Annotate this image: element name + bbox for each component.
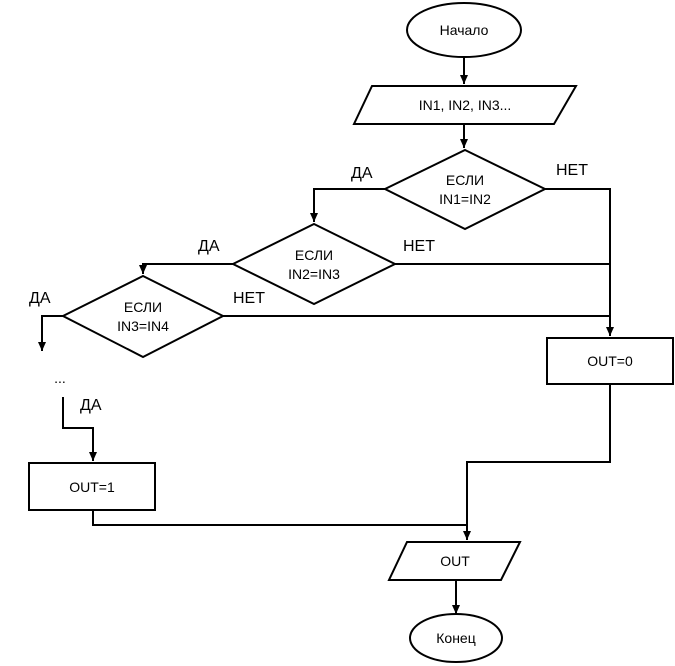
arrow-cond2-yes xyxy=(139,263,233,274)
input-label: IN1, IN2, IN3... xyxy=(419,97,512,113)
decision-2: ЕСЛИ IN2=IN3 xyxy=(230,222,398,306)
decision-1-line-1: ЕСЛИ xyxy=(446,172,484,188)
line-out-one-to-merge xyxy=(92,510,467,526)
output-label: OUT xyxy=(440,553,470,569)
decision-2-line-2: IN2=IN3 xyxy=(288,266,340,282)
branch-yes-1: ДА xyxy=(351,165,373,182)
connectors xyxy=(38,58,614,614)
decision-3-line-1: ЕСЛИ xyxy=(124,299,162,315)
branch-yes-2: ДА xyxy=(198,238,220,255)
branch-no-1: НЕТ xyxy=(556,162,588,179)
start-label: Начало xyxy=(440,22,489,38)
branch-yes-4: ДА xyxy=(80,397,102,414)
decision-1-line-2: IN1=IN2 xyxy=(439,191,491,207)
decision-3-line-2: IN3=IN4 xyxy=(117,318,169,334)
process-out-one: OUT=1 xyxy=(28,462,156,511)
end-terminator: Конец xyxy=(409,613,503,663)
end-label: Конец xyxy=(436,630,475,646)
line-out-zero-to-merge xyxy=(463,384,611,540)
process-out-one-label: OUT=1 xyxy=(69,479,115,495)
decision-2-line-1: ЕСЛИ xyxy=(295,247,333,263)
decision-1: ЕСЛИ IN1=IN2 xyxy=(382,148,548,231)
process-out-zero-label: OUT=0 xyxy=(587,353,633,369)
arrow-to-out-one xyxy=(62,397,97,461)
decision-3: ЕСЛИ IN3=IN4 xyxy=(60,274,226,359)
branch-yes-3: ДА xyxy=(29,290,51,307)
branch-no-2: НЕТ xyxy=(403,238,435,255)
arrow-cond1-yes xyxy=(310,188,385,222)
branch-labels: ДА НЕТ ДА НЕТ ДА НЕТ ДА xyxy=(29,162,588,414)
line-cond1-no xyxy=(545,188,614,336)
start-terminator: Начало xyxy=(406,2,522,58)
continuation-ellipsis: ... xyxy=(54,370,66,386)
input-block: IN1, IN2, IN3... xyxy=(352,85,578,125)
output-block: OUT xyxy=(387,541,522,581)
branch-no-3: НЕТ xyxy=(233,290,265,307)
arrow-cond3-yes xyxy=(38,315,63,351)
process-out-zero: OUT=0 xyxy=(546,337,674,385)
